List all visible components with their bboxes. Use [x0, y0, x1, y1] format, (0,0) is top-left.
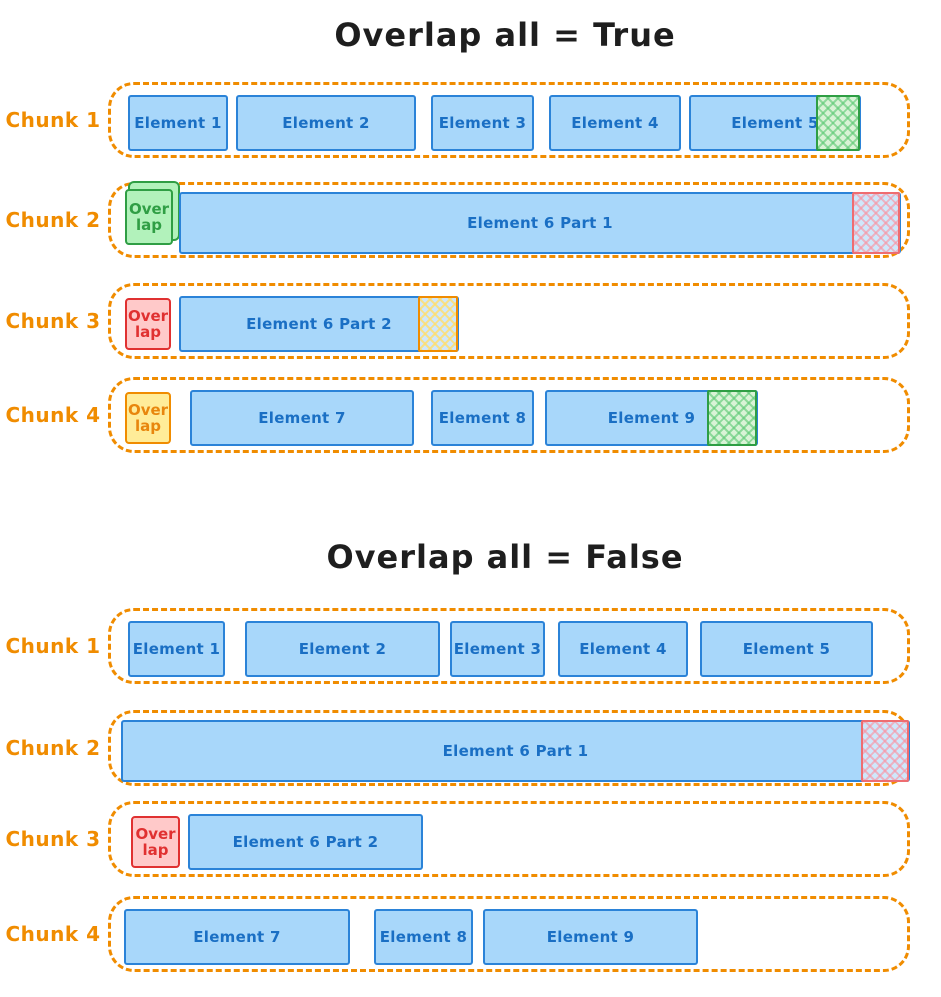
element-label: Element 5: [731, 114, 819, 132]
chunk-container: Element 1 Element 2 Element 3 Element 4 Elem…: [108, 82, 910, 158]
element-box: Element 7: [190, 390, 414, 446]
chunk-label: Chunk 4: [5, 922, 101, 946]
overlap-label: Over: [127, 400, 169, 419]
overlap-label: lap: [134, 417, 161, 435]
element-box: Element 4: [558, 621, 688, 677]
chunk-container: Element 1 Element 2 Element 3 Element 4 Elem…: [108, 608, 910, 684]
element-label: Element 7: [193, 928, 281, 946]
element-box: Element 9: [545, 390, 758, 446]
hatch-red: [861, 720, 909, 782]
element-box: Element 7: [124, 909, 350, 965]
element-label: Element 6 Part 2: [246, 315, 392, 333]
section-title-true: Overlap all = True: [334, 16, 676, 54]
element-label: Element 2: [282, 114, 370, 132]
chunk-label: Chunk 3: [5, 309, 101, 333]
element-label: Element 6 Part 1: [467, 214, 613, 232]
hatch-green: [816, 95, 860, 151]
element-box: Element 2: [245, 621, 440, 677]
element-box: Element 4: [549, 95, 681, 151]
element-label: Element 8: [379, 928, 468, 946]
element-label: Element 9: [607, 409, 696, 427]
element-label: Element 4: [571, 114, 659, 132]
chunk-container: Element 7 Element 8 Element 9: [108, 896, 910, 972]
overlap-label: Over: [135, 824, 176, 843]
element-label: Element 4: [579, 640, 667, 658]
hatch-orange: [418, 296, 458, 352]
element-box: Element 3: [431, 95, 534, 151]
element-box: Element 8: [374, 909, 473, 965]
element-box: Element 9: [483, 909, 698, 965]
element-box: Element 3: [450, 621, 545, 677]
overlap-label: lap: [135, 216, 162, 234]
element-box: Element 8: [431, 390, 534, 446]
element-box: Element 6 Part 2: [188, 814, 423, 870]
chunk-label: Chunk 4: [5, 403, 101, 427]
element-box: Element 6 Part 1: [179, 192, 901, 254]
overlap-label: Over: [127, 306, 169, 325]
section-title-false: Overlap all = False: [326, 538, 684, 576]
chunk-label: Chunk 2: [5, 208, 101, 232]
chunk-label: Chunk 1: [5, 634, 101, 658]
chunk-label: Chunk 3: [5, 827, 101, 851]
element-box: Element 1: [128, 621, 225, 677]
element-label: Element 5: [742, 640, 831, 658]
chunk-label: Chunk 2: [5, 736, 101, 760]
element-box: Element 5: [689, 95, 861, 151]
overlap-label: Over: [128, 199, 170, 218]
element-box: Element 6 Part 2: [179, 296, 459, 352]
hatch-red: [852, 192, 900, 254]
chunk-container: Element 6 Part 1: [108, 710, 910, 786]
chunk-label: Chunk 1: [5, 108, 101, 132]
overlap-label: lap: [134, 323, 161, 341]
element-label: Element 8: [438, 409, 527, 427]
element-label: Element 1: [132, 640, 221, 658]
element-box: Element 5: [700, 621, 873, 677]
overlap-label: lap: [142, 841, 169, 859]
element-label: Element 3: [453, 640, 542, 658]
element-label: Element 7: [258, 409, 346, 427]
element-label: Element 9: [546, 928, 635, 946]
hatch-green: [707, 390, 757, 446]
element-box: Element 1: [128, 95, 228, 151]
element-label: Element 2: [298, 640, 387, 658]
element-label: Element 3: [438, 114, 527, 132]
element-label: Element 1: [134, 114, 222, 132]
element-label: Element 6 Part 2: [232, 833, 379, 851]
element-box: Element 2: [236, 95, 416, 151]
element-box: Element 6 Part 1: [121, 720, 910, 782]
element-label: Element 6 Part 1: [442, 742, 589, 760]
